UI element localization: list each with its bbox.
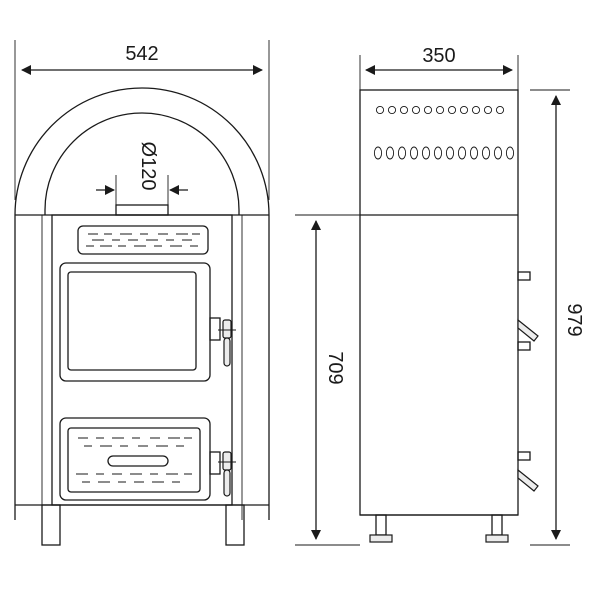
- fire-door-hinge-block: [209, 317, 221, 341]
- flue-collar: [115, 204, 169, 216]
- front-right-leg: [225, 504, 245, 546]
- side-upper-hinge: [517, 271, 531, 281]
- side-ash-door-handle: [517, 468, 539, 492]
- side-right-foot: [485, 514, 509, 543]
- side-mid-hinge: [517, 451, 531, 461]
- front-inner-frame: [51, 214, 233, 506]
- fire-door-handle: [218, 319, 236, 367]
- vent-holes-top-row: [375, 105, 505, 115]
- top-brick-texture: [86, 233, 200, 247]
- side-depth-label: 350: [422, 45, 455, 67]
- ash-door-handle: [218, 451, 236, 497]
- ash-door: [59, 417, 211, 501]
- fire-door-glass: [67, 271, 197, 371]
- ash-door-texture: [76, 437, 192, 483]
- fire-door: [59, 262, 211, 382]
- side-fire-door-handle: [517, 318, 539, 351]
- front-width-label: 542: [125, 43, 158, 65]
- front-outer-arch: [14, 87, 270, 520]
- vent-holes-bottom-row: [373, 146, 515, 160]
- lower-height-label: 709: [324, 351, 346, 384]
- front-view: 542 Ø120: [14, 40, 270, 546]
- ash-door-hinge-block: [209, 451, 221, 475]
- total-height-label: 979: [563, 303, 585, 336]
- ash-door-air-slot: [107, 455, 169, 467]
- side-view: 350 979 709: [295, 45, 585, 546]
- front-left-leg: [41, 504, 61, 546]
- flue-diameter-label: Ø120: [137, 142, 159, 191]
- front-inner-arch: [44, 112, 240, 215]
- side-left-foot: [369, 514, 393, 543]
- top-brick-panel: [77, 225, 209, 255]
- ash-door-panel: [67, 427, 201, 493]
